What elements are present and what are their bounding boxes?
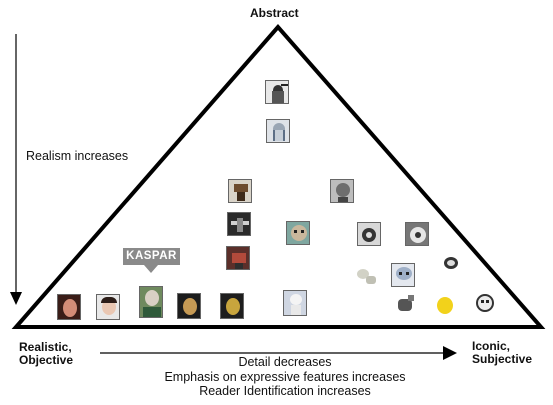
mechanical-face-robot-image [227,212,251,236]
red-robot-head-image [226,246,250,270]
kaspar-callout: KASPAR [123,248,180,265]
robot-pet-image [393,292,417,316]
emphasis-label: Emphasis on expressive features increase… [164,369,406,384]
iconic-label-line1: Iconic, [472,339,511,353]
humanoid-robot-image-2 [330,179,354,203]
realistic-objective-label: Realistic, Objective [19,341,73,367]
camera-eye-robot-image [357,222,381,246]
abstract-label: Abstract [250,6,299,20]
expressive-robot-head-image [286,221,310,245]
kaspar-callout-pointer [144,265,158,273]
bubble-robot-image [438,253,462,277]
dalek-robot-image [265,80,289,104]
round-eye-robot-image [405,222,429,246]
realistic-label-line2: Objective [19,353,74,367]
realism-increases-label: Realism increases [26,149,129,163]
android-woman-image [96,294,120,320]
c3po-robot-image [220,293,244,319]
iconic-label-line2: Subjective [472,352,533,366]
realism-arrow-head [10,292,22,305]
yellow-chick-robot-image [432,293,456,317]
human-face-photo-image [57,294,81,320]
bottom-caption: Detail decreases Emphasis on expressive … [120,355,450,399]
white-robot-dog-image [353,263,377,287]
kaspar-robot-image [139,286,163,318]
humanoid-robot-image-1 [228,179,252,203]
detail-arrow-head [443,346,457,360]
detail-decreases-label: Detail decreases [238,355,332,369]
pyramid-triangle [11,23,546,329]
blue-robot-image [391,263,415,287]
white-humanoid-robot-image [283,290,307,316]
realistic-label-line1: Realistic, [19,340,72,354]
cartoon-robot-image [472,290,496,316]
masked-face-image [177,293,201,319]
identification-label: Reader Identification increases [199,384,371,398]
r2d2-robot-image [266,119,290,143]
iconic-subjective-label: Iconic, Subjective [472,340,532,366]
